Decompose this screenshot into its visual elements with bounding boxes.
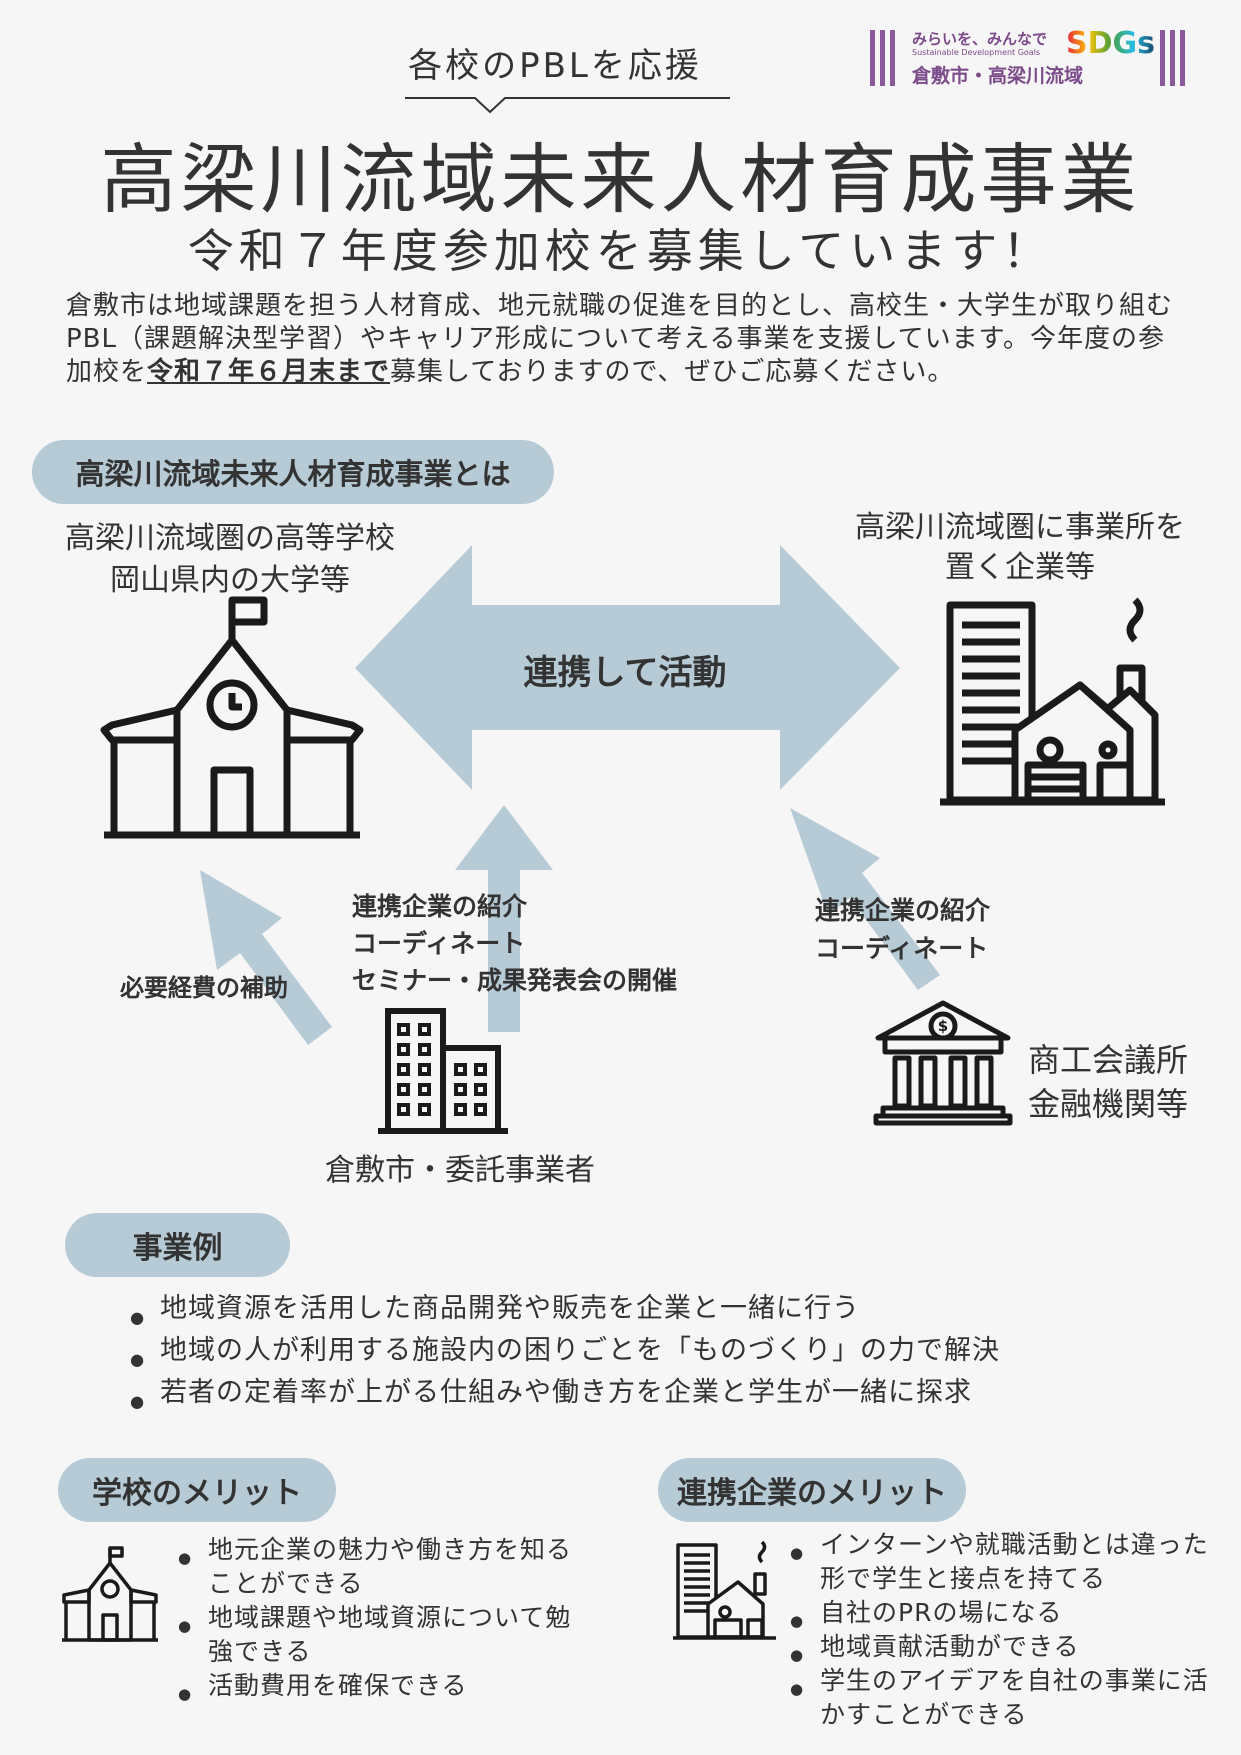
city-support-line2: コーディネート — [352, 929, 526, 958]
sdgs-logo: みらいを、みんなで Sustainable Development Goals … — [870, 26, 1200, 88]
center-arrow-label: 連携して活動 — [523, 653, 727, 693]
city-support-line1: 連携企業の紹介 — [352, 892, 528, 921]
intro-text-before: 倉敷市は地域課題を担う人材育成、地元就職の促進を目的とし、高校生・大学生が取り組… — [66, 291, 1174, 387]
city-support-text: 連携企業の紹介 コーディネート セミナー・成果発表会の開催 — [352, 888, 677, 999]
company-merit-list: インターンや就職活動とは違った形で学生と接点を持てる 自社のPRの場になる 地域… — [790, 1528, 1210, 1732]
double-arrow — [355, 545, 900, 790]
examples-list: 地域資源を活用した商品開発や販売を企業と一緒に行う 地域の人が利用する施設内の困… — [130, 1288, 1180, 1423]
school-small-icon — [62, 1546, 158, 1642]
bank-icon: $ — [873, 1000, 1013, 1126]
arrow-to-company — [790, 808, 940, 990]
school-merit-heading: 学校のメリット — [58, 1458, 336, 1522]
chamber-label-line2: 金融機関等 — [1028, 1085, 1189, 1123]
examples-heading: 事業例 — [65, 1213, 290, 1277]
flag-icon — [228, 596, 268, 626]
tagline: 各校のPBLを応援 — [408, 46, 702, 86]
subtitle: 令和７年度参加校を募集しています！ — [187, 224, 1054, 278]
company-label: 高梁川流域圏に事業所を 置く企業等 — [830, 508, 1210, 588]
chamber-support-line1: 連携企業の紹介 — [815, 896, 991, 925]
sdgs-wordmark: SDGs — [1066, 26, 1155, 61]
svg-text:$: $ — [938, 1017, 948, 1035]
list-item: 地域の人が利用する施設内の困りごとを「ものづくり」の力で解決 — [130, 1330, 1180, 1381]
chamber-support-text: 連携企業の紹介 コーディネート — [815, 892, 990, 968]
list-item: 地域課題や地域資源について勉強できる — [178, 1601, 588, 1669]
list-item: 地元企業の魅力や働き方を知ることができる — [178, 1533, 588, 1601]
main-title: 高梁川流域未来人材育成事業 — [100, 135, 1141, 224]
chamber-support-line2: コーディネート — [815, 934, 989, 963]
list-item: 学生のアイデアを自社の事業に活かすことができる — [790, 1664, 1210, 1732]
list-item: 若者の定着率が上がる仕組みや働き方を企業と学生が一緒に探求 — [130, 1372, 1180, 1423]
school-icon — [100, 596, 364, 839]
company-label-line2: 置く企業等 — [945, 550, 1095, 585]
tagline-underline — [405, 97, 730, 114]
school-label: 高梁川流域圏の高等学校 岡山県内の大学等 — [20, 518, 440, 602]
list-item: 地域資源を活用した商品開発や販売を企業と一緒に行う — [130, 1288, 1180, 1339]
factory-small-icon — [673, 1540, 776, 1640]
list-item: 地域貢献活動ができる — [790, 1630, 1210, 1672]
clock-icon — [206, 679, 258, 731]
school-label-line1: 高梁川流域圏の高等学校 — [65, 521, 395, 556]
intro-paragraph: 倉敷市は地域課題を担う人材育成、地元就職の促進を目的とし、高校生・大学生が取り組… — [66, 290, 1176, 389]
chamber-label: 商工会議所 金融機関等 — [1028, 1038, 1188, 1126]
school-merit-list: 地元企業の魅力や働き方を知ることができる 地域課題や地域資源について勉強できる … — [178, 1533, 588, 1711]
company-merit-heading: 連携企業のメリット — [658, 1458, 966, 1522]
chamber-label-line1: 商工会議所 — [1028, 1041, 1189, 1079]
logo-text-1: みらいを、みんなで — [912, 30, 1048, 48]
city-label: 倉敷市・委託事業者 — [325, 1153, 595, 1188]
list-item: 自社のPRの場になる — [790, 1596, 1210, 1638]
logo-bar-right — [1160, 30, 1190, 86]
intro-text-after: 募集しておりますので、ぜひご応募ください。 — [390, 357, 955, 387]
company-label-line1: 高梁川流域圏に事業所を — [855, 510, 1185, 545]
logo-bar-left — [870, 30, 900, 86]
about-heading: 高梁川流域未来人材育成事業とは — [32, 440, 554, 504]
logo-text-2: Sustainable Development Goals — [912, 48, 1041, 57]
arrow-up-center — [455, 805, 553, 1032]
subsidy-text: 必要経費の補助 — [120, 974, 288, 1002]
intro-deadline: 令和７年６月末まで — [147, 357, 391, 387]
office-building-icon — [378, 1008, 508, 1134]
list-item: インターンや就職活動とは違った形で学生と接点を持てる — [790, 1528, 1210, 1596]
arrow-to-school — [200, 870, 332, 1045]
school-label-line2: 岡山県内の大学等 — [110, 563, 350, 598]
city-support-line3: セミナー・成果発表会の開催 — [352, 966, 678, 995]
factory-icon — [940, 597, 1165, 806]
logo-text-3: 倉敷市・高梁川流域 — [912, 65, 1084, 87]
list-item: 活動費用を確保できる — [178, 1669, 588, 1711]
